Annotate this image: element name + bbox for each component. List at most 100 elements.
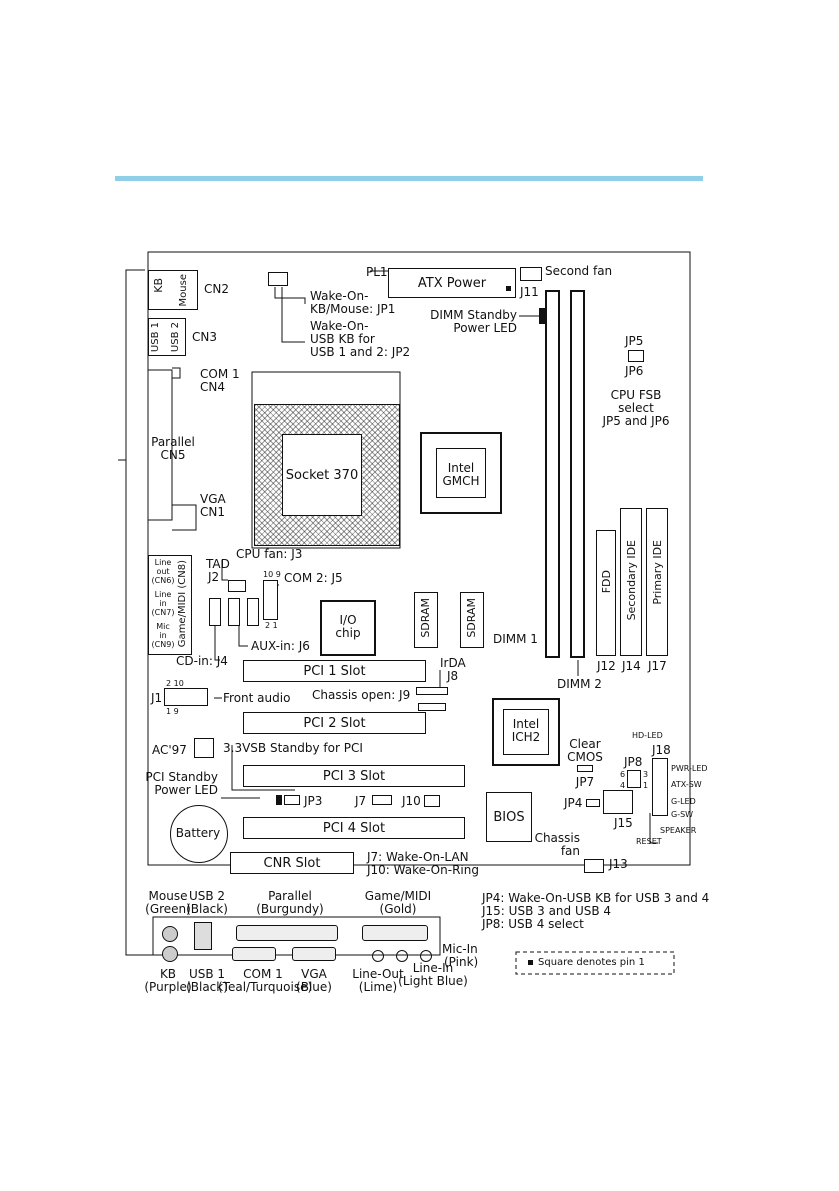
g-led-label: G-LED xyxy=(671,797,696,806)
io-line-in-1: Line-In xyxy=(412,961,454,975)
ac97-chip xyxy=(194,738,214,758)
line-out-2: out xyxy=(156,567,170,576)
battery xyxy=(170,805,228,863)
io-mic-1: Mic-In xyxy=(442,942,478,956)
pci4-slot xyxy=(243,817,465,839)
pci-standby-led xyxy=(276,795,282,805)
dimm-standby-line2: Power LED xyxy=(453,321,517,335)
mic-in-3: (CN9) xyxy=(151,640,175,649)
io-mic-2: (Pink) xyxy=(444,955,479,969)
tad-header xyxy=(209,598,221,626)
intel-ich2-inner xyxy=(503,709,549,755)
bios-chip xyxy=(486,792,532,842)
mouse-label: Mouse xyxy=(178,274,189,307)
irda-label: IrDA xyxy=(440,656,466,670)
j10-header xyxy=(424,795,440,807)
line-in-3: (CN7) xyxy=(151,608,175,617)
cpu-fsb-line1: CPU FSB xyxy=(610,388,662,402)
io-usb2-2: (Black) xyxy=(186,902,228,916)
usb2-label: USB 2 xyxy=(170,322,181,353)
j13-label: J13 xyxy=(609,857,628,871)
io-com1-2: (Teal/Turquoise) xyxy=(218,980,313,994)
pl1-label: PL1 xyxy=(366,265,388,279)
dimm-standby-line1: DIMM Standby xyxy=(430,308,517,322)
cpu-fan-label: CPU fan: J3 xyxy=(236,547,303,561)
jp8-header xyxy=(627,770,641,788)
front-audio-pins-bottom: 1 9 xyxy=(166,707,179,716)
com1-cn4-line2: CN4 xyxy=(200,380,225,394)
socket-label: Socket 370 xyxy=(285,467,359,483)
ich2-line1: Intel xyxy=(512,717,540,731)
clear-cmos-line1: Clear xyxy=(569,737,601,751)
chassis-fan-line2: fan xyxy=(560,844,580,858)
sdram-label-1: SDRAM xyxy=(419,598,432,638)
pci1-slot xyxy=(243,660,426,682)
com1-port[interactable] xyxy=(232,947,276,961)
jp3-label: JP3 xyxy=(304,794,323,808)
usb-ports[interactable] xyxy=(194,922,212,950)
sdram-chip-1 xyxy=(414,592,438,648)
j18-header xyxy=(652,758,668,816)
sdram-chip-2 xyxy=(460,592,484,648)
gmch-line2: GMCH xyxy=(442,474,480,488)
cd-in-label: CD-in: J4 xyxy=(176,654,228,668)
ac97-label: AC'97 xyxy=(152,743,187,757)
chassis-fan-line1: Chassis xyxy=(534,831,580,845)
jp8-pin6: 6 xyxy=(620,770,626,779)
io-line-out-2: (Lime) xyxy=(358,980,398,994)
ps2-mouse-port[interactable] xyxy=(162,926,178,942)
line-in-jack[interactable] xyxy=(396,950,408,962)
aux-in-header xyxy=(247,598,259,626)
secondary-ide-label: Secondary IDE xyxy=(625,540,638,621)
jp6-label: JP6 xyxy=(625,364,644,378)
j10-wake-note: J10: Wake-On-Ring xyxy=(367,863,479,877)
pci1-label: PCI 1 Slot xyxy=(303,663,366,679)
front-audio-label: Front audio xyxy=(223,691,291,705)
j7-label: J7 xyxy=(355,794,367,808)
io-game-1: Game/MIDI xyxy=(364,889,432,903)
line-in-1: Line xyxy=(154,590,172,599)
usb1-label: USB 1 xyxy=(150,322,161,353)
j15-label: J15 xyxy=(614,816,633,830)
parallel-port[interactable] xyxy=(236,925,338,941)
cnr-label: CNR Slot xyxy=(263,855,321,871)
cpu-fan-header xyxy=(228,580,246,592)
ps2-kb-port[interactable] xyxy=(162,946,178,962)
wake-usb-line1: Wake-On- xyxy=(310,319,369,333)
io-vga-1: VGA xyxy=(301,967,327,981)
io-kb-2: (Purple) xyxy=(144,980,192,994)
gmch-line1: Intel xyxy=(447,461,475,475)
fdd-connector xyxy=(596,530,616,656)
vga-port[interactable] xyxy=(292,947,336,961)
game-port[interactable] xyxy=(362,925,428,941)
header-rule xyxy=(115,176,703,181)
tad-label: TAD xyxy=(206,557,230,571)
j8-label: J8 xyxy=(447,669,459,683)
pci3-label: PCI 3 Slot xyxy=(322,768,386,784)
jp8-pin4: 4 xyxy=(620,781,626,790)
primary-ide-connector xyxy=(646,508,668,656)
dimm1-label: DIMM 1 xyxy=(493,632,538,646)
mic-in-jack[interactable] xyxy=(420,950,432,962)
hd-led-label: HD-LED xyxy=(632,731,663,740)
io-parallel-1: Parallel xyxy=(268,889,312,903)
pci4-label: PCI 4 Slot xyxy=(322,820,386,836)
intel-gmch-inner xyxy=(436,448,486,498)
io-vga-2: (Blue) xyxy=(296,980,332,994)
line-out-jack[interactable] xyxy=(372,950,384,962)
line-out-3: (CN6) xyxy=(151,576,175,585)
line-out-1: Line xyxy=(154,558,172,567)
cn3-label: CN3 xyxy=(192,330,217,344)
second-fan-header xyxy=(520,267,542,281)
j14-label: J14 xyxy=(622,659,641,673)
pin1-square-icon xyxy=(528,960,533,965)
note-jp8: JP8: USB 4 select xyxy=(482,917,584,931)
j18-label: J18 xyxy=(652,743,671,757)
intel-gmch-chip xyxy=(420,432,502,514)
audio-jacks xyxy=(148,555,192,655)
bios-label: BIOS xyxy=(493,809,525,825)
pci-standby-line2: Power LED xyxy=(154,783,218,797)
io-usb1-1: USB 1 xyxy=(188,967,226,981)
io-com1-1: COM 1 xyxy=(243,967,283,981)
